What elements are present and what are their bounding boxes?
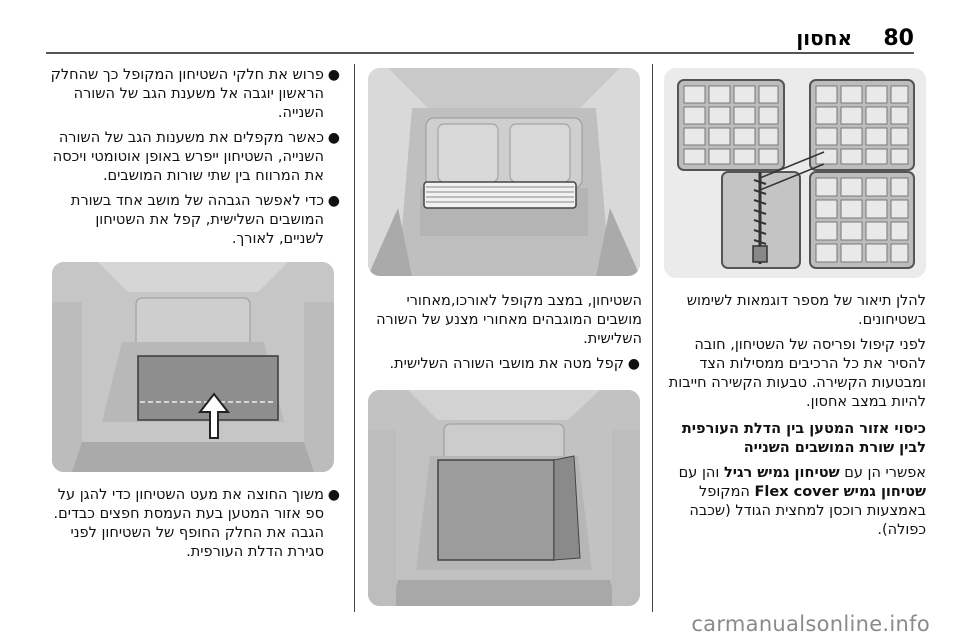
bullet-icon: ●	[327, 193, 340, 209]
left-column-text-top: ● פרוש את חלקי השטיחון המקופל כך שהחלק ה…	[46, 66, 342, 255]
watermark: carmanualsonline.info	[691, 612, 930, 636]
left-column-text-bottom: ● משוך החוצה את מעט השטיחון כדי להגן על …	[46, 486, 342, 568]
right-column-text: להלן תיאור של מספר דוגמאות לשימוש בשטיחו…	[658, 292, 926, 546]
header-rule	[46, 52, 914, 54]
folded-cover-illustration	[368, 68, 640, 276]
lift-cover-illustration	[52, 262, 334, 472]
warning-paragraph: לפני קיפול ופריסה של השטיחון, חובה להסיר…	[668, 337, 926, 410]
page-number: 80	[883, 26, 914, 51]
section-subheading: כיסוי אזור המטען בין הדלת העורפית לבין ש…	[681, 421, 926, 456]
bullet-fold-third-row: ● קפל מטה את מושבי השורה השלישית.	[389, 356, 640, 372]
bullet-icon: ●	[327, 487, 340, 503]
figure-folded-cover-seats	[368, 68, 640, 276]
standard-cover-term: שטיחון גמיש רגיל	[723, 465, 840, 481]
column-divider-right	[652, 64, 653, 612]
page-header: 80 אחסון	[0, 0, 960, 54]
bullet-icon: ●	[327, 130, 340, 146]
zipper-diagram	[677, 79, 915, 269]
bullet-fold-in-half: ● כדי לאפשר הגבהה של מושב אחד בשורת המוש…	[70, 193, 340, 247]
bullet-protect-floor: ● משוך החוצה את מעט השטיחון כדי להגן על …	[53, 487, 340, 560]
figure-cargo-area	[368, 390, 640, 606]
cover-options-paragraph: אפשרי הן עם שטיחון גמיש רגיל והן עם שטיח…	[678, 465, 926, 538]
flex-cover-term: שטיחון גמיש Flex cover	[754, 484, 926, 500]
bullet-icon: ●	[627, 356, 640, 372]
intro-paragraph: להלן תיאור של מספר דוגמאות לשימוש בשטיחו…	[686, 293, 926, 328]
folded-cover-paragraph: השטיחון, במצב מקופל לאורכו,מאחורי מושבים…	[376, 293, 642, 347]
middle-column-text: השטיחון, במצב מקופל לאורכו,מאחורי מושבים…	[366, 292, 642, 380]
figure-cover-zipper	[664, 68, 926, 278]
bullet-auto-unfold: ● כאשר מקפלים את משענות הגב של השורה השנ…	[52, 130, 340, 184]
bullet-icon: ●	[327, 67, 340, 83]
column-divider-left	[354, 64, 355, 612]
figure-lift-cover	[52, 262, 334, 472]
bullet-unfold-cover: ● פרוש את חלקי השטיחון המקופל כך שהחלק ה…	[50, 67, 340, 121]
cargo-area-illustration	[368, 390, 640, 606]
section-title: אחסון	[796, 26, 852, 50]
